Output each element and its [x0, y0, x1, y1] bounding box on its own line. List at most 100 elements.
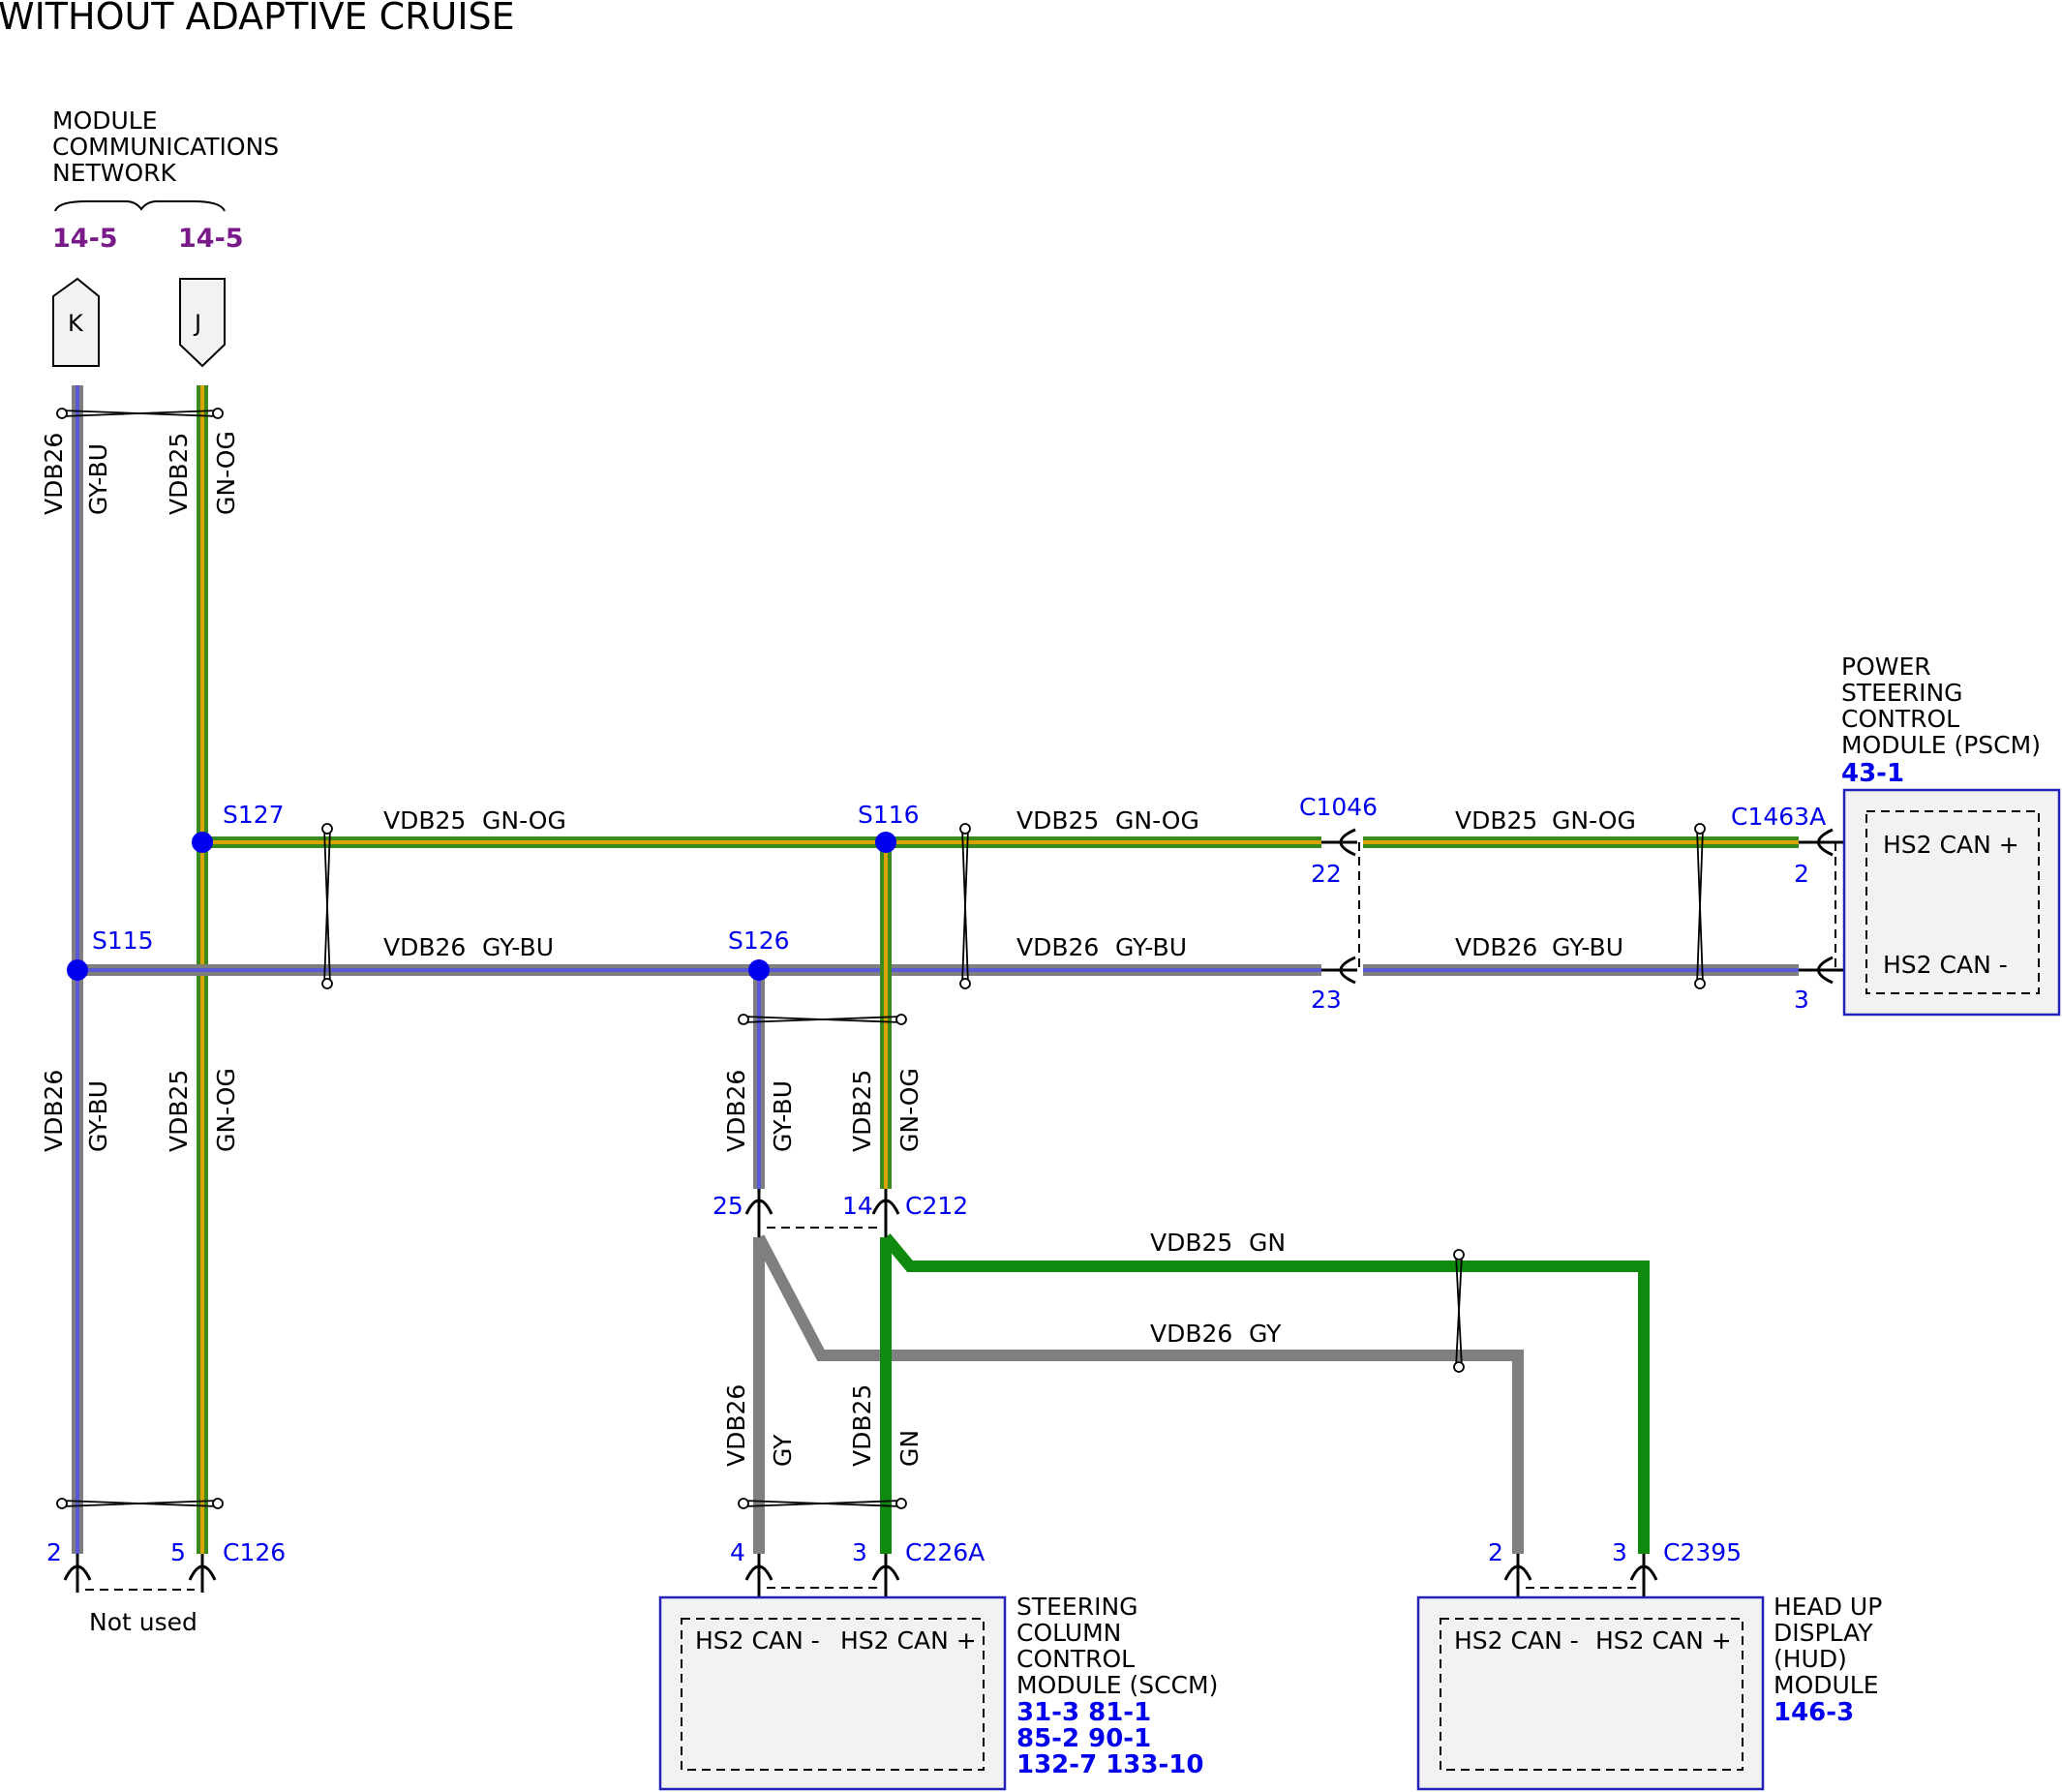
wire-color-gn-og-b: GN-OG: [1115, 806, 1199, 835]
hud-name-3: (HUD): [1774, 1645, 1847, 1673]
wire-vdb25-gn-hud: [881, 1233, 1650, 1554]
connector-c1046-pin-22: 22: [1311, 860, 1342, 888]
vlabel-gn-lower: GN: [895, 1430, 924, 1467]
page-connector-k[interactable]: K: [52, 277, 100, 367]
vlabel-gn-og-top: GN-OG: [212, 431, 240, 515]
splice-s115[interactable]: [67, 959, 88, 981]
wire-label-vdb25-b: VDB25: [1016, 806, 1099, 835]
connector-c2395-pin-2: 2: [1488, 1538, 1503, 1566]
wire-color-gn-og-a: GN-OG: [482, 806, 566, 835]
connector-c126-note: Not used: [89, 1608, 197, 1636]
wire-label-vdb26-a: VDB26: [383, 933, 466, 961]
hud-pin-plus: HS2 CAN +: [1595, 1626, 1732, 1655]
connector-c226a[interactable]: 4 3 C226A: [730, 1538, 985, 1619]
connector-c126-pin-5: 5: [170, 1538, 186, 1566]
hud-name-4: MODULE: [1774, 1671, 1879, 1699]
pscm-pin-plus: HS2 CAN +: [1883, 831, 2019, 859]
sccm-pin-minus: HS2 CAN -: [695, 1626, 820, 1655]
splice-s126[interactable]: [748, 959, 770, 981]
pscm-name-1: POWER: [1841, 653, 1931, 681]
sccm-name-2: COLUMN: [1016, 1619, 1121, 1647]
wire-color-gy-hud: GY: [1249, 1320, 1282, 1348]
connector-c226a-pin-4: 4: [730, 1538, 745, 1566]
twisted-pair-markers: [56, 408, 1706, 1509]
connector-c126[interactable]: 2 5 C126 Not used: [46, 1538, 286, 1636]
module-hud[interactable]: HS2 CAN - HS2 CAN + HEAD UP DISPLAY (HUD…: [1416, 1593, 1882, 1791]
pscm-ref[interactable]: 43-1: [1841, 759, 1904, 788]
page-connector-j[interactable]: J: [179, 278, 226, 368]
network-label: MODULE COMMUNICATIONS NETWORK 14-5 14-5: [52, 106, 279, 254]
connector-c212-label: C212: [905, 1192, 968, 1220]
hud-name-2: DISPLAY: [1774, 1619, 1873, 1647]
vlabel-vdb25-top: VDB25: [165, 433, 193, 515]
connector-c2395-pin-3: 3: [1612, 1538, 1627, 1566]
vlabel-vdb26-mid: VDB26: [722, 1070, 750, 1152]
network-ref-k[interactable]: 14-5: [52, 224, 118, 254]
vlabel-vdb26-lower: VDB26: [722, 1384, 750, 1467]
connector-c1463a-label: C1463A: [1731, 803, 1826, 831]
wire-label-vdb25-hud: VDB25: [1150, 1229, 1232, 1257]
network-label-line-3: NETWORK: [52, 159, 177, 187]
hud-name-1: HEAD UP: [1774, 1593, 1882, 1621]
connector-c226a-pin-3: 3: [852, 1538, 867, 1566]
sccm-pin-plus: HS2 CAN +: [840, 1626, 977, 1655]
network-ref-j[interactable]: 14-5: [178, 224, 244, 254]
connector-c1046-label: C1046: [1299, 793, 1378, 821]
module-sccm[interactable]: HS2 CAN - HS2 CAN + STEERING COLUMN CONT…: [658, 1593, 1218, 1791]
pscm-name-2: STEERING: [1841, 679, 1963, 707]
vlabel-gn-og-mid: GN-OG: [895, 1068, 924, 1152]
sccm-name-3: CONTROL: [1016, 1645, 1135, 1673]
splice-s127-label: S127: [223, 801, 285, 829]
sccm-ref-3[interactable]: 132-7 133-10: [1016, 1750, 1203, 1779]
network-label-line-1: MODULE: [52, 106, 158, 135]
connector-c212[interactable]: 25 14 C212: [713, 1189, 968, 1237]
wire-color-gn-hud: GN: [1249, 1229, 1286, 1257]
splice-s115-label: S115: [92, 926, 154, 955]
wires-striped: [72, 385, 1799, 1554]
vlabel-gy-bu-top: GY-BU: [84, 443, 112, 515]
connector-c2395[interactable]: 2 3 C2395: [1488, 1538, 1742, 1619]
vlabel-vdb25-lower: VDB25: [848, 1384, 876, 1467]
wire-vdb26-gy-hud: [753, 1234, 1524, 1554]
sccm-ref-1[interactable]: 31-3 81-1: [1016, 1698, 1151, 1727]
wire-color-gy-bu-c: GY-BU: [1552, 933, 1623, 961]
connector-c226a-label: C226A: [905, 1538, 985, 1566]
vertical-wire-labels: VDB26 GY-BU VDB25 GN-OG VDB26 GY-BU VDB2…: [40, 431, 924, 1467]
wire-label-vdb26-b: VDB26: [1016, 933, 1099, 961]
pscm-pin-minus: HS2 CAN -: [1883, 951, 2008, 979]
connector-c126-label: C126: [223, 1538, 286, 1566]
vlabel-vdb26-top: VDB26: [40, 433, 68, 515]
splice-s126-label: S126: [728, 926, 790, 955]
sccm-ref-2[interactable]: 85-2 90-1: [1016, 1724, 1151, 1753]
page-connector-k-label: K: [68, 310, 84, 337]
horizontal-wire-labels: VDB25 GN-OG VDB25 GN-OG VDB25 GN-OG VDB2…: [383, 806, 1636, 1348]
wire-label-vdb26-hud: VDB26: [1150, 1320, 1232, 1348]
sccm-name-4: MODULE (SCCM): [1016, 1671, 1218, 1699]
vlabel-gn-og-bottom: GN-OG: [212, 1068, 240, 1152]
connector-c1046[interactable]: C1046 22 23: [1299, 793, 1378, 1014]
hud-pin-minus: HS2 CAN -: [1454, 1626, 1579, 1655]
splice-s127[interactable]: [192, 832, 213, 853]
wire-label-vdb25-c: VDB25: [1455, 806, 1537, 835]
splice-s116[interactable]: [875, 832, 896, 853]
page-connector-j-label: J: [193, 310, 201, 337]
vlabel-vdb26-bottom: VDB26: [40, 1070, 68, 1152]
wire-color-gy-bu-a: GY-BU: [482, 933, 554, 961]
diagram-title: WITHOUT ADAPTIVE CRUISE: [0, 0, 515, 38]
module-pscm[interactable]: HS2 CAN + HS2 CAN - POWER STEERING CONTR…: [1841, 653, 2061, 1017]
sccm-name-1: STEERING: [1016, 1593, 1138, 1621]
connector-c126-pin-2: 2: [46, 1538, 62, 1566]
wire-color-gn-og-c: GN-OG: [1552, 806, 1636, 835]
splice-s116-label: S116: [858, 801, 920, 829]
network-label-line-2: COMMUNICATIONS: [52, 133, 279, 161]
connector-c1463a-pin-2: 2: [1794, 860, 1809, 888]
hud-ref[interactable]: 146-3: [1774, 1698, 1854, 1727]
wire-label-vdb25-a: VDB25: [383, 806, 466, 835]
vlabel-gy-bu-bottom: GY-BU: [84, 1080, 112, 1152]
connector-c1463a-pin-3: 3: [1794, 986, 1809, 1014]
connector-c1463a[interactable]: C1463A 2 3: [1731, 803, 1866, 1014]
wire-label-vdb26-c: VDB26: [1455, 933, 1537, 961]
splices: S115 S127 S116 S126: [67, 801, 920, 981]
connector-c2395-label: C2395: [1663, 1538, 1742, 1566]
